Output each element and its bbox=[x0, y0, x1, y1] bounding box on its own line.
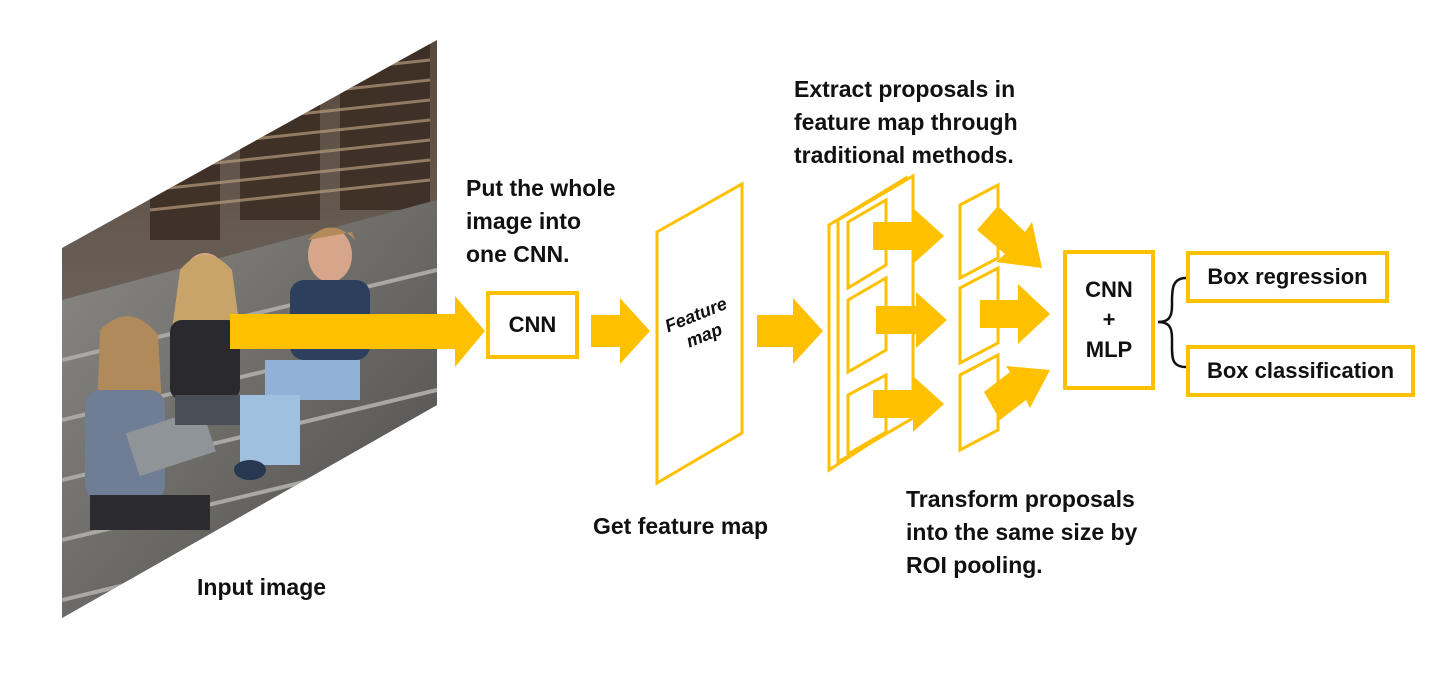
label-input-image: Input image bbox=[197, 574, 327, 600]
label-transform-proposals: Transform proposals into the same size b… bbox=[906, 486, 1138, 578]
curly-brace-icon bbox=[1157, 276, 1187, 369]
box-regression-output: Box regression bbox=[1186, 251, 1389, 303]
cnn-mlp-box: CNN + MLP bbox=[1063, 250, 1155, 390]
box-regression-label: Box regression bbox=[1207, 264, 1368, 289]
arrow-right-icon bbox=[873, 376, 944, 432]
arrow-right-icon bbox=[591, 298, 650, 364]
cnn-mlp-label: CNN + MLP bbox=[1085, 277, 1133, 362]
arrow-right-icon bbox=[984, 366, 1050, 420]
label-extract-proposals: Extract proposals in feature map through… bbox=[794, 76, 1018, 168]
box-classification-output: Box classification bbox=[1186, 345, 1415, 397]
box-classification-label: Box classification bbox=[1206, 358, 1395, 383]
arrow-right-icon bbox=[757, 298, 823, 364]
feature-map-shape bbox=[655, 181, 744, 486]
cnn-box: CNN bbox=[486, 291, 579, 359]
cnn-label: CNN bbox=[508, 312, 557, 337]
arrow-right-icon bbox=[230, 296, 485, 367]
arrow-right-icon bbox=[876, 292, 947, 348]
label-get-feature-map: Get feature map bbox=[593, 513, 769, 539]
roi-pooled-proposals-shape bbox=[958, 182, 1000, 453]
arrow-right-icon bbox=[977, 206, 1042, 268]
arrow-right-icon bbox=[980, 284, 1050, 344]
arrow-right-icon bbox=[873, 208, 944, 264]
label-put-whole-image: Put the whole image into one CNN. bbox=[466, 175, 616, 267]
